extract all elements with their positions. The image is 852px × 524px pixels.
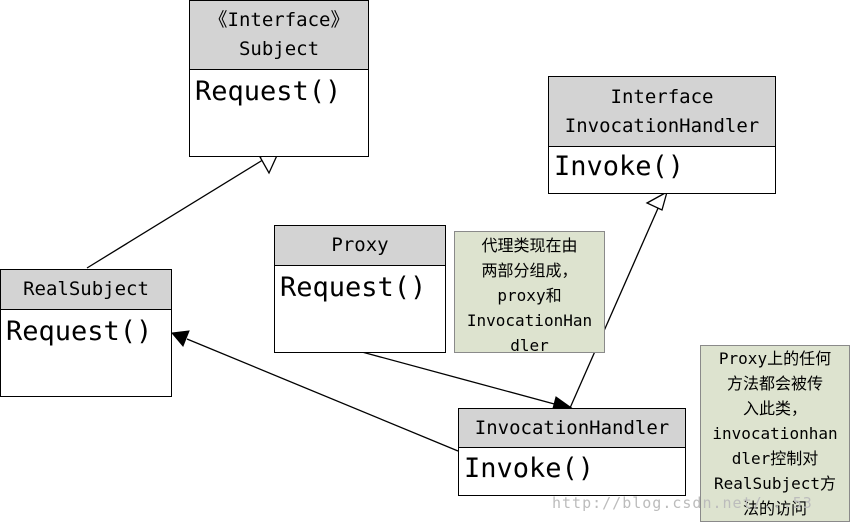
note-line: RealSubject方 (714, 474, 836, 493)
class-subject[interactable]: 《Interface》 Subject Request() (189, 0, 369, 157)
watermark-url: http://blog.csdn.net/...53 (552, 494, 813, 512)
class-name: RealSubject (23, 278, 149, 300)
class-name: Proxy (331, 234, 389, 256)
method-request: Request() (6, 316, 153, 347)
note-proxy-composition: 代理类现在由 两部分组成， proxy和 InvocationHan dler (454, 231, 605, 353)
realization-line-handler-interface (569, 205, 660, 409)
method-request: Request() (195, 76, 342, 107)
note-line: dler (510, 336, 549, 353)
note-line: dler控制对 (731, 449, 819, 468)
class-real-subject[interactable]: RealSubject Request() (0, 269, 172, 397)
method-request: Request() (280, 272, 427, 303)
note-line: 方法都会被传 (726, 374, 823, 393)
stereotype-label: 《Interface》 (208, 9, 350, 31)
class-name: Subject (238, 38, 320, 60)
class-name: InvocationHandler (474, 416, 670, 439)
association-line-proxy-handler (361, 351, 559, 406)
note-line: Proxy上的任何 (718, 349, 832, 368)
note-line: 法的访问 (742, 499, 807, 518)
note-line: proxy和 (497, 286, 562, 305)
note-line: InvocationHan (466, 311, 593, 330)
hollow-arrowhead-interface (645, 190, 669, 211)
class-invocation-handler[interactable]: InvocationHandler Invoke() (458, 408, 686, 496)
method-invoke: Invoke() (464, 453, 595, 484)
association-line-handler-realsubject (186, 338, 459, 452)
class-invocation-handler-interface[interactable]: Interface InvocationHandler Invoke() (548, 76, 776, 194)
note-line: invocationhan (712, 424, 838, 443)
class-proxy[interactable]: Proxy Request() (274, 225, 446, 353)
realization-line-realsubject-subject (86, 157, 267, 269)
stereotype-label: Interface (610, 85, 714, 108)
method-invoke: Invoke() (554, 151, 685, 182)
note-line: 入此类， (742, 399, 807, 418)
class-name: InvocationHandler (564, 114, 760, 137)
note-line: 两部分组成， (481, 261, 578, 280)
note-line: 代理类现在由 (481, 236, 578, 255)
filled-arrowhead-realsubject (171, 330, 190, 347)
note-handler-control: Proxy上的任何 方法都会被传 入此类， invocationhan dler… (700, 345, 850, 522)
